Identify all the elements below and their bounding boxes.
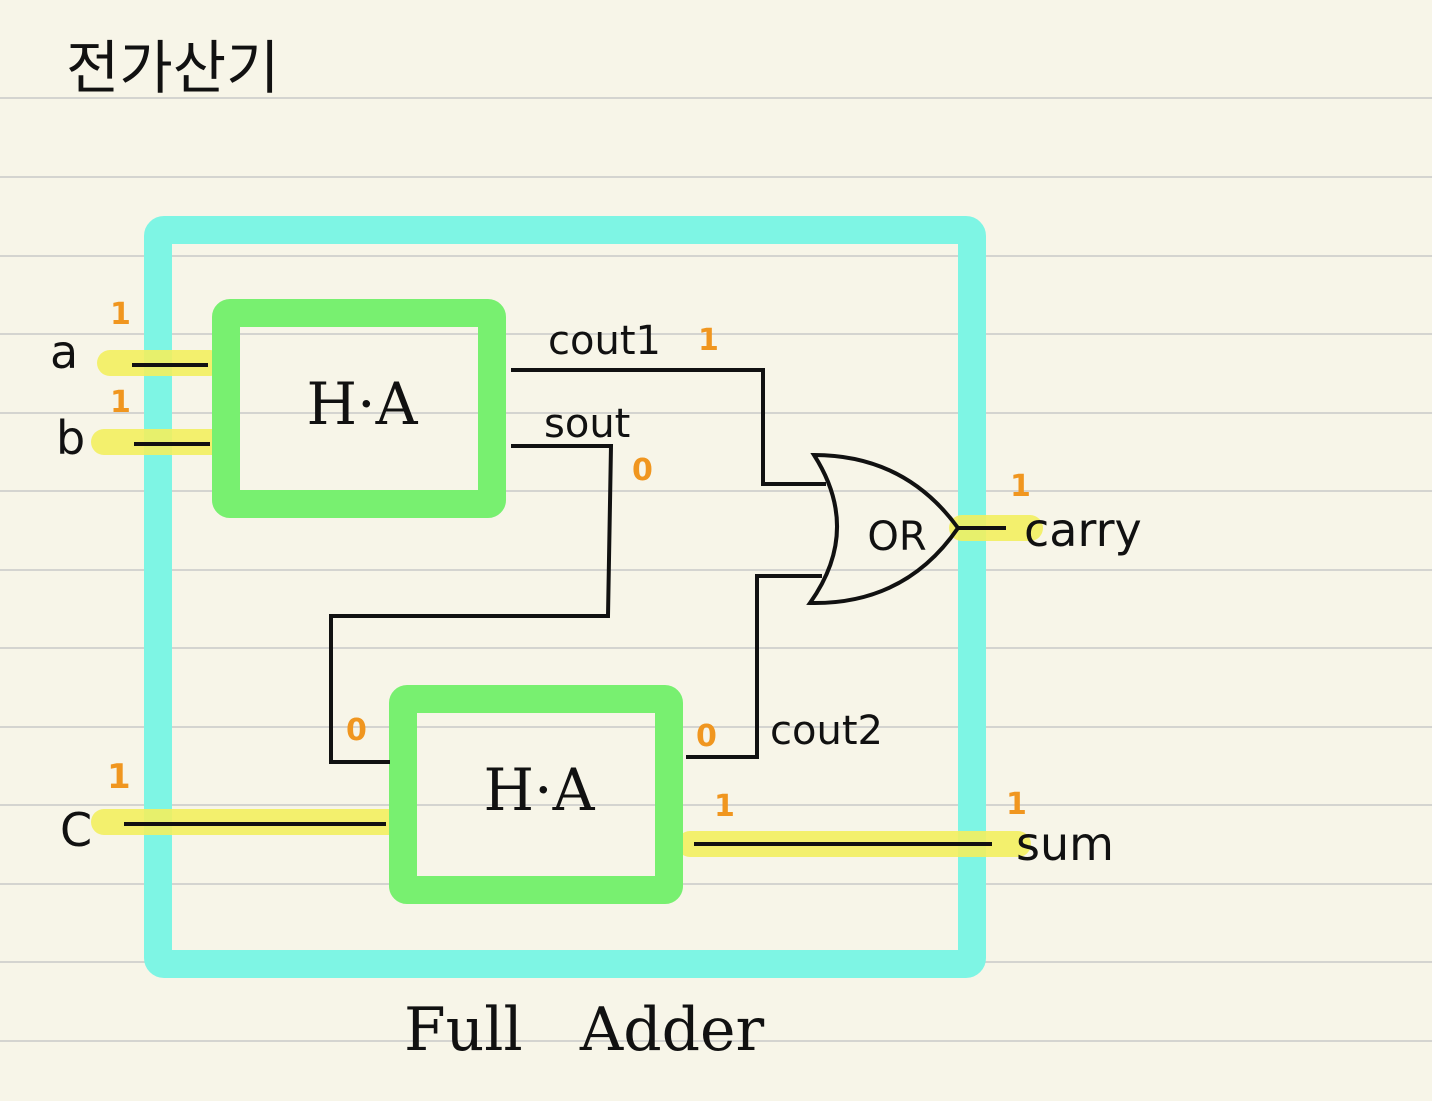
sout-label: sout [544,401,630,447]
half-adder-bottom-label: H·A [484,756,596,824]
value-c: 1 [107,757,131,797]
wires [124,363,1006,846]
output-carry-label: carry [1024,503,1142,557]
value-sout: 0 [632,453,653,488]
input-b-label: b [56,411,85,465]
half-adder-bottom-box [389,685,683,904]
value-a: 1 [110,297,131,332]
value-carry: 1 [1010,469,1031,504]
full-adder-box [144,216,986,978]
wire-cout2 [686,574,822,759]
input-c-label: C [60,803,92,857]
caption-full-adder: Full Adder [404,995,765,1065]
wire-cout1 [511,368,826,486]
cout1-label: cout1 [548,318,661,364]
value-b: 1 [110,385,131,420]
half-adder-top-box [212,299,506,518]
value-sum-mid: 1 [714,789,735,824]
value-cout1: 1 [698,323,719,358]
or-gate [806,452,961,606]
input-a-label: a [50,325,78,379]
cout2-label: cout2 [770,708,883,754]
output-sum-label: sum [1016,817,1114,871]
value-cout2: 0 [696,719,717,754]
wire-sout [329,444,614,764]
value-ha2-input: 0 [346,713,367,748]
half-adder-top-label: H·A [307,370,419,438]
page-title: 전가산기 [66,34,279,102]
value-sum: 1 [1006,787,1027,822]
or-gate-label: OR [867,514,926,560]
